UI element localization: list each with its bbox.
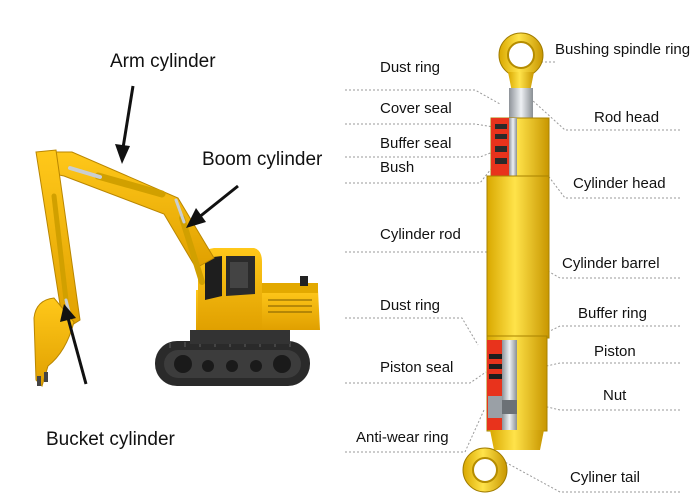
cylinder-barrel-label: Cylinder barrel [562,255,660,272]
piston-seal-label: Piston seal [380,359,454,376]
excavator-cylinders [51,166,205,318]
dust-ring-bottom-label: Dust ring [380,297,441,314]
excavator-tracks [155,330,310,386]
piston-label: Piston [594,343,636,360]
hydraulic-cylinder-illustration [462,32,550,493]
bucket-cylinder-arrow [60,304,88,385]
cylinder-rod-label: Cylinder rod [380,226,461,243]
arm-cylinder-arrow [115,85,135,164]
cylinder-tail [462,430,544,493]
excavator-body [196,248,320,330]
anti-wear-ring-label: Anti-wear ring [356,429,449,446]
buffer-ring-label: Buffer ring [578,305,647,322]
boom-cylinder-label: Boom cylinder [202,149,323,170]
rod-head-eye [498,32,544,92]
cylinder-barrel [486,175,550,339]
nut-label: Nut [603,387,627,404]
arm-cylinder-label: Arm cylinder [110,51,216,72]
dust-ring-top-label: Dust ring [380,59,441,76]
rod-head-label: Rod head [594,109,660,126]
bushing-spindle-ring-label: Bushing spindle ring [555,41,691,58]
buffer-seal-label: Buffer seal [380,135,452,152]
piston-section [486,335,548,432]
cylinder-tail-label: Cyliner tail [570,469,641,486]
bucket-cylinder-label: Bucket cylinder [46,429,175,450]
cylinder-head-label: Cylinder head [573,175,666,192]
bush-label: Bush [380,159,415,176]
cover-seal-label: Cover seal [380,100,452,117]
excavator-illustration [33,85,320,387]
boom-cylinder-arrow [186,184,239,228]
cylinder-head [490,117,550,179]
piston-rod [509,88,533,122]
